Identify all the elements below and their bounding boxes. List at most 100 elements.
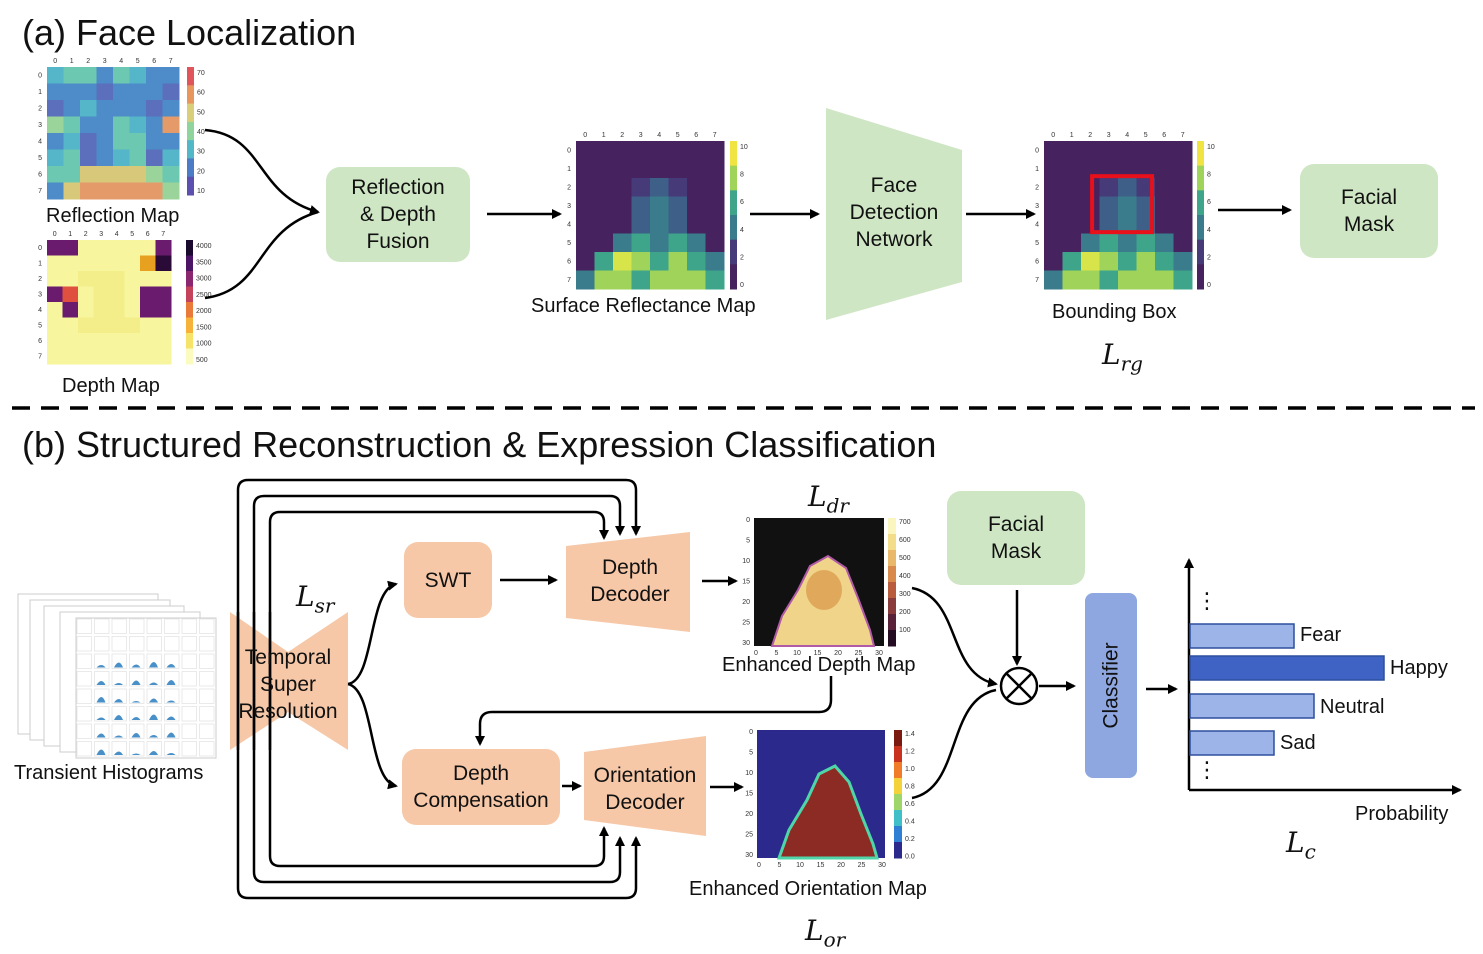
dots-top: ⋮ — [1196, 588, 1218, 613]
histogram-cell — [199, 723, 215, 739]
loss-rg: Lrg — [1102, 338, 1143, 376]
heatmap-cell — [63, 133, 81, 150]
heatmap-cell — [96, 100, 114, 117]
bar-label-happy: Happy — [1390, 657, 1448, 679]
reflection-depth-fusion-box: Reflection & Depth Fusion — [326, 167, 470, 262]
orientation-decoder-label: Orientation Decoder — [593, 764, 697, 814]
heatmap-cell — [113, 100, 130, 117]
colorbar-tick: 500 — [196, 357, 208, 364]
heatmap-cell — [705, 141, 725, 160]
bounding-box-label: Bounding Box — [1052, 301, 1177, 323]
colorbar-segment — [888, 630, 896, 647]
histogram-cell — [199, 741, 215, 757]
axis-tick-y: 1 — [567, 166, 571, 173]
reflection-map-label: Reflection Map — [46, 205, 180, 227]
heatmap-cell — [146, 67, 163, 84]
heatmap-cell — [650, 215, 669, 234]
heatmap-cell — [1044, 196, 1063, 216]
heatmap-cell — [78, 240, 94, 256]
skip-loop-bottom-2 — [252, 612, 625, 884]
heatmap-cell — [631, 233, 651, 253]
axis-tick-x: 30 — [878, 862, 886, 869]
enhanced-orientation-map-label: Enhanced Orientation Map — [689, 878, 927, 900]
heatmap-cell — [155, 240, 172, 256]
heatmap-cell — [47, 166, 64, 183]
axis-tick-x: 5 — [775, 650, 779, 657]
face-detection-network-label: Face Detection Network — [849, 174, 939, 251]
heatmap-cell — [129, 166, 147, 183]
heatmap-cell — [63, 100, 81, 117]
heatmap-cell — [1155, 196, 1174, 216]
colorbar-tick: 60 — [197, 90, 205, 97]
arrow-tsr-to-depthcomp — [347, 682, 398, 790]
heatmap-cell — [1155, 141, 1174, 160]
histogram-peak — [114, 683, 123, 685]
axis-tick-x: 1 — [602, 132, 606, 139]
colorbar-segment — [186, 348, 193, 365]
histogram-cell — [181, 671, 197, 687]
heatmap-cell — [1081, 252, 1100, 271]
heatmap-cell — [93, 240, 110, 256]
heatmap-cell — [631, 178, 651, 197]
skip-loop-top-3 — [268, 510, 609, 750]
colorbar-segment — [888, 614, 896, 631]
colorbar-segment — [888, 566, 896, 583]
temporal-super-resolution-label: Temporal Super Resolution — [238, 645, 338, 723]
histogram-cell — [129, 741, 145, 757]
axis-tick-x: 10 — [796, 862, 804, 869]
axis-tick-y: 4 — [38, 307, 42, 314]
axis-tick-x: 25 — [855, 650, 863, 657]
axis-tick-y: 2 — [38, 105, 42, 112]
heatmap-cell — [80, 182, 97, 200]
colorbar-tick: 0.2 — [905, 836, 915, 843]
heatmap-cell — [129, 100, 147, 117]
facial-mask-box-a: Facial Mask — [1300, 164, 1438, 258]
heatmap-cell — [668, 215, 688, 234]
axis-tick-y: 3 — [38, 291, 42, 298]
colorbar-tick: 1.0 — [905, 766, 915, 773]
heatmap-cell — [140, 255, 156, 272]
heatmap-cell — [96, 83, 114, 101]
axis-tick-x: 5 — [778, 862, 782, 869]
colorbar-segment — [187, 67, 194, 86]
colorbar-segment — [187, 85, 194, 105]
heatmap-cell — [146, 149, 163, 167]
histogram-cell — [111, 671, 127, 687]
heatmap-cell — [129, 133, 147, 150]
heatmap-cell — [650, 141, 669, 160]
heatmap-cell — [140, 240, 156, 256]
axis-tick-x: 1 — [1070, 132, 1074, 139]
axis-tick-x: 3 — [99, 231, 103, 238]
heatmap-cell — [1136, 141, 1156, 160]
heatmap-cell — [705, 159, 725, 179]
heatmap-cell — [1099, 178, 1119, 197]
histogram-peak — [96, 697, 106, 703]
axis-tick-y: 6 — [38, 338, 42, 345]
colorbar-tick: 6 — [1207, 199, 1211, 206]
heatmap-cell — [47, 271, 63, 287]
heatmap-cell — [1062, 141, 1082, 160]
heatmap-cell — [705, 270, 725, 290]
heatmap-cell — [687, 270, 706, 290]
colorbar-tick: 400 — [899, 573, 911, 580]
histogram-cell — [111, 688, 127, 704]
histogram-peak — [131, 680, 141, 685]
heatmap-cell — [80, 100, 97, 117]
histogram-cell — [94, 723, 110, 739]
facial-mask-box-b: Facial Mask — [947, 491, 1085, 585]
heatmap-cell — [1118, 141, 1137, 160]
axis-tick-x: 2 — [620, 132, 624, 139]
colorbar-segment — [888, 598, 896, 615]
heatmap-cell — [113, 116, 130, 134]
temporal-super-resolution-shape — [230, 612, 348, 750]
histogram-cell — [129, 653, 145, 669]
heatmap-cell — [124, 302, 141, 318]
histogram-peak — [96, 733, 106, 738]
heatmap-cell — [78, 348, 94, 365]
heatmap-cell — [631, 141, 651, 160]
colorbar-segment — [894, 730, 902, 747]
histogram-cell — [164, 723, 180, 739]
heatmap-cell — [124, 317, 141, 334]
axis-tick-x: 3 — [639, 132, 643, 139]
colorbar-segment — [187, 158, 194, 178]
